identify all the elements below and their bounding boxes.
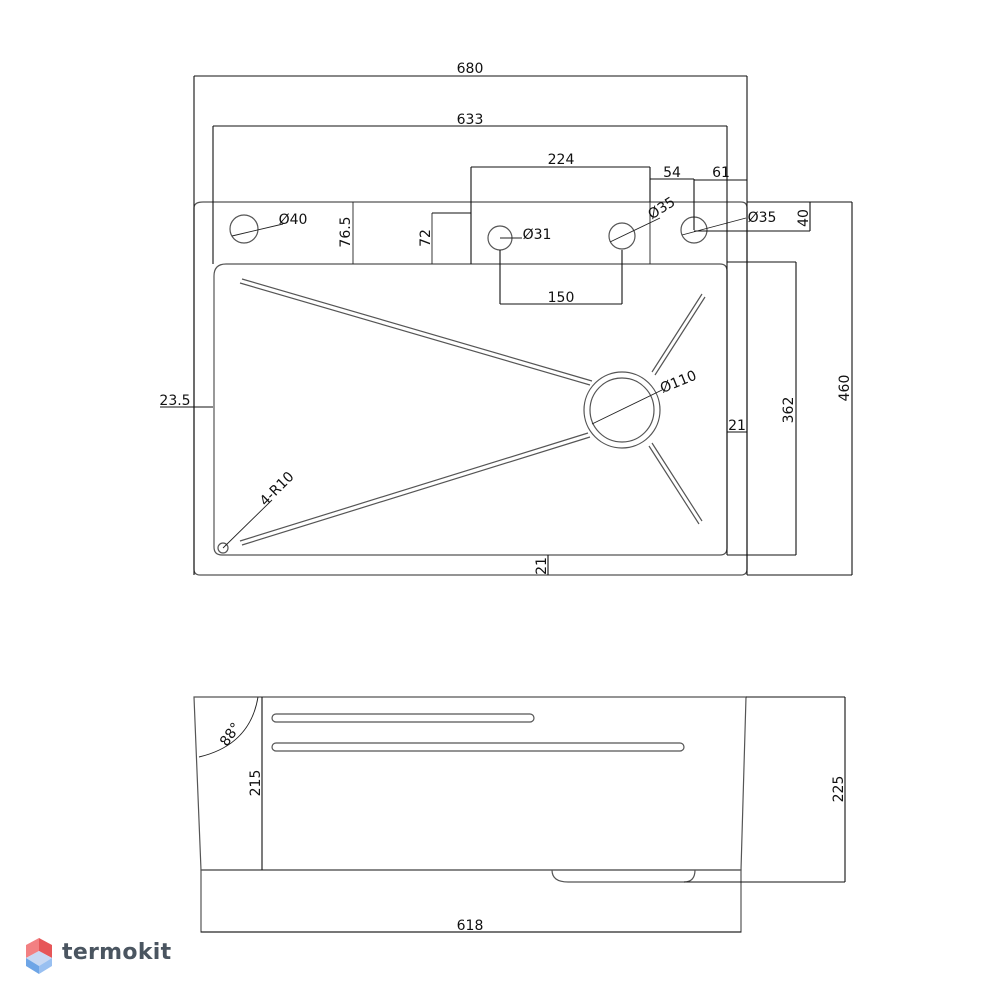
side-drain-bump: [551, 869, 696, 883]
hole-40-leader: [231, 223, 284, 237]
hole-35b-leader: [681, 217, 747, 236]
dim-total-height: 225: [831, 776, 847, 803]
side-body: [193, 696, 747, 871]
angle-arc: [198, 696, 259, 758]
dim-right-margin: 21: [728, 418, 746, 434]
dim-hole-spacing: 150: [548, 290, 575, 306]
label-angle: 88°: [217, 720, 244, 750]
dim-offset-54: 54: [663, 165, 681, 181]
label-hole-35b: Ø35: [748, 210, 777, 226]
label-drain: Ø110: [658, 368, 699, 397]
side-groove-2: [271, 742, 685, 752]
side-groove-1: [271, 713, 535, 723]
termokit-logo-icon: [26, 938, 52, 974]
corner-radius-leader: [222, 499, 273, 549]
dim-width: 680: [457, 61, 484, 77]
dim-ledge-72: 72: [418, 229, 434, 247]
drain-inner: [589, 377, 655, 443]
label-corner-radius: 4-R10: [257, 469, 298, 510]
dim-left-margin: 23.5: [159, 393, 190, 409]
dim-bowl-depth: 362: [781, 397, 797, 424]
side-view: 88° 215 225 618: [193, 696, 847, 934]
hole-40-circle: [229, 214, 259, 244]
dim-total-depth: 460: [837, 375, 853, 402]
brand-name: termokit: [62, 940, 172, 965]
top-view: 680 633 224 54 61 Ø40 Ø31 Ø35 Ø35 40 76.…: [159, 61, 853, 576]
dim-base-width: 618: [457, 918, 484, 934]
dim-tap-zone: 224: [548, 152, 575, 168]
dim-bottom-margin: 21: [534, 557, 550, 575]
bowl-outline: [213, 263, 728, 556]
hole-35a-circle: [608, 222, 636, 250]
label-hole-40: Ø40: [279, 212, 308, 228]
hole-35a-leader: [609, 217, 661, 243]
dim-ledge-76: 76.5: [338, 216, 354, 247]
drain-leader: [591, 389, 663, 425]
dim-inner-height: 215: [248, 770, 264, 797]
label-hole-31: Ø31: [523, 227, 552, 243]
dim-offset-61: 61: [712, 165, 730, 181]
drain-grooves: [239, 278, 706, 546]
dim-hole-offset-40: 40: [796, 209, 812, 227]
drain-outer: [583, 371, 661, 449]
corner-radius-mark: [217, 542, 229, 554]
dim-inner-width: 633: [457, 112, 484, 128]
